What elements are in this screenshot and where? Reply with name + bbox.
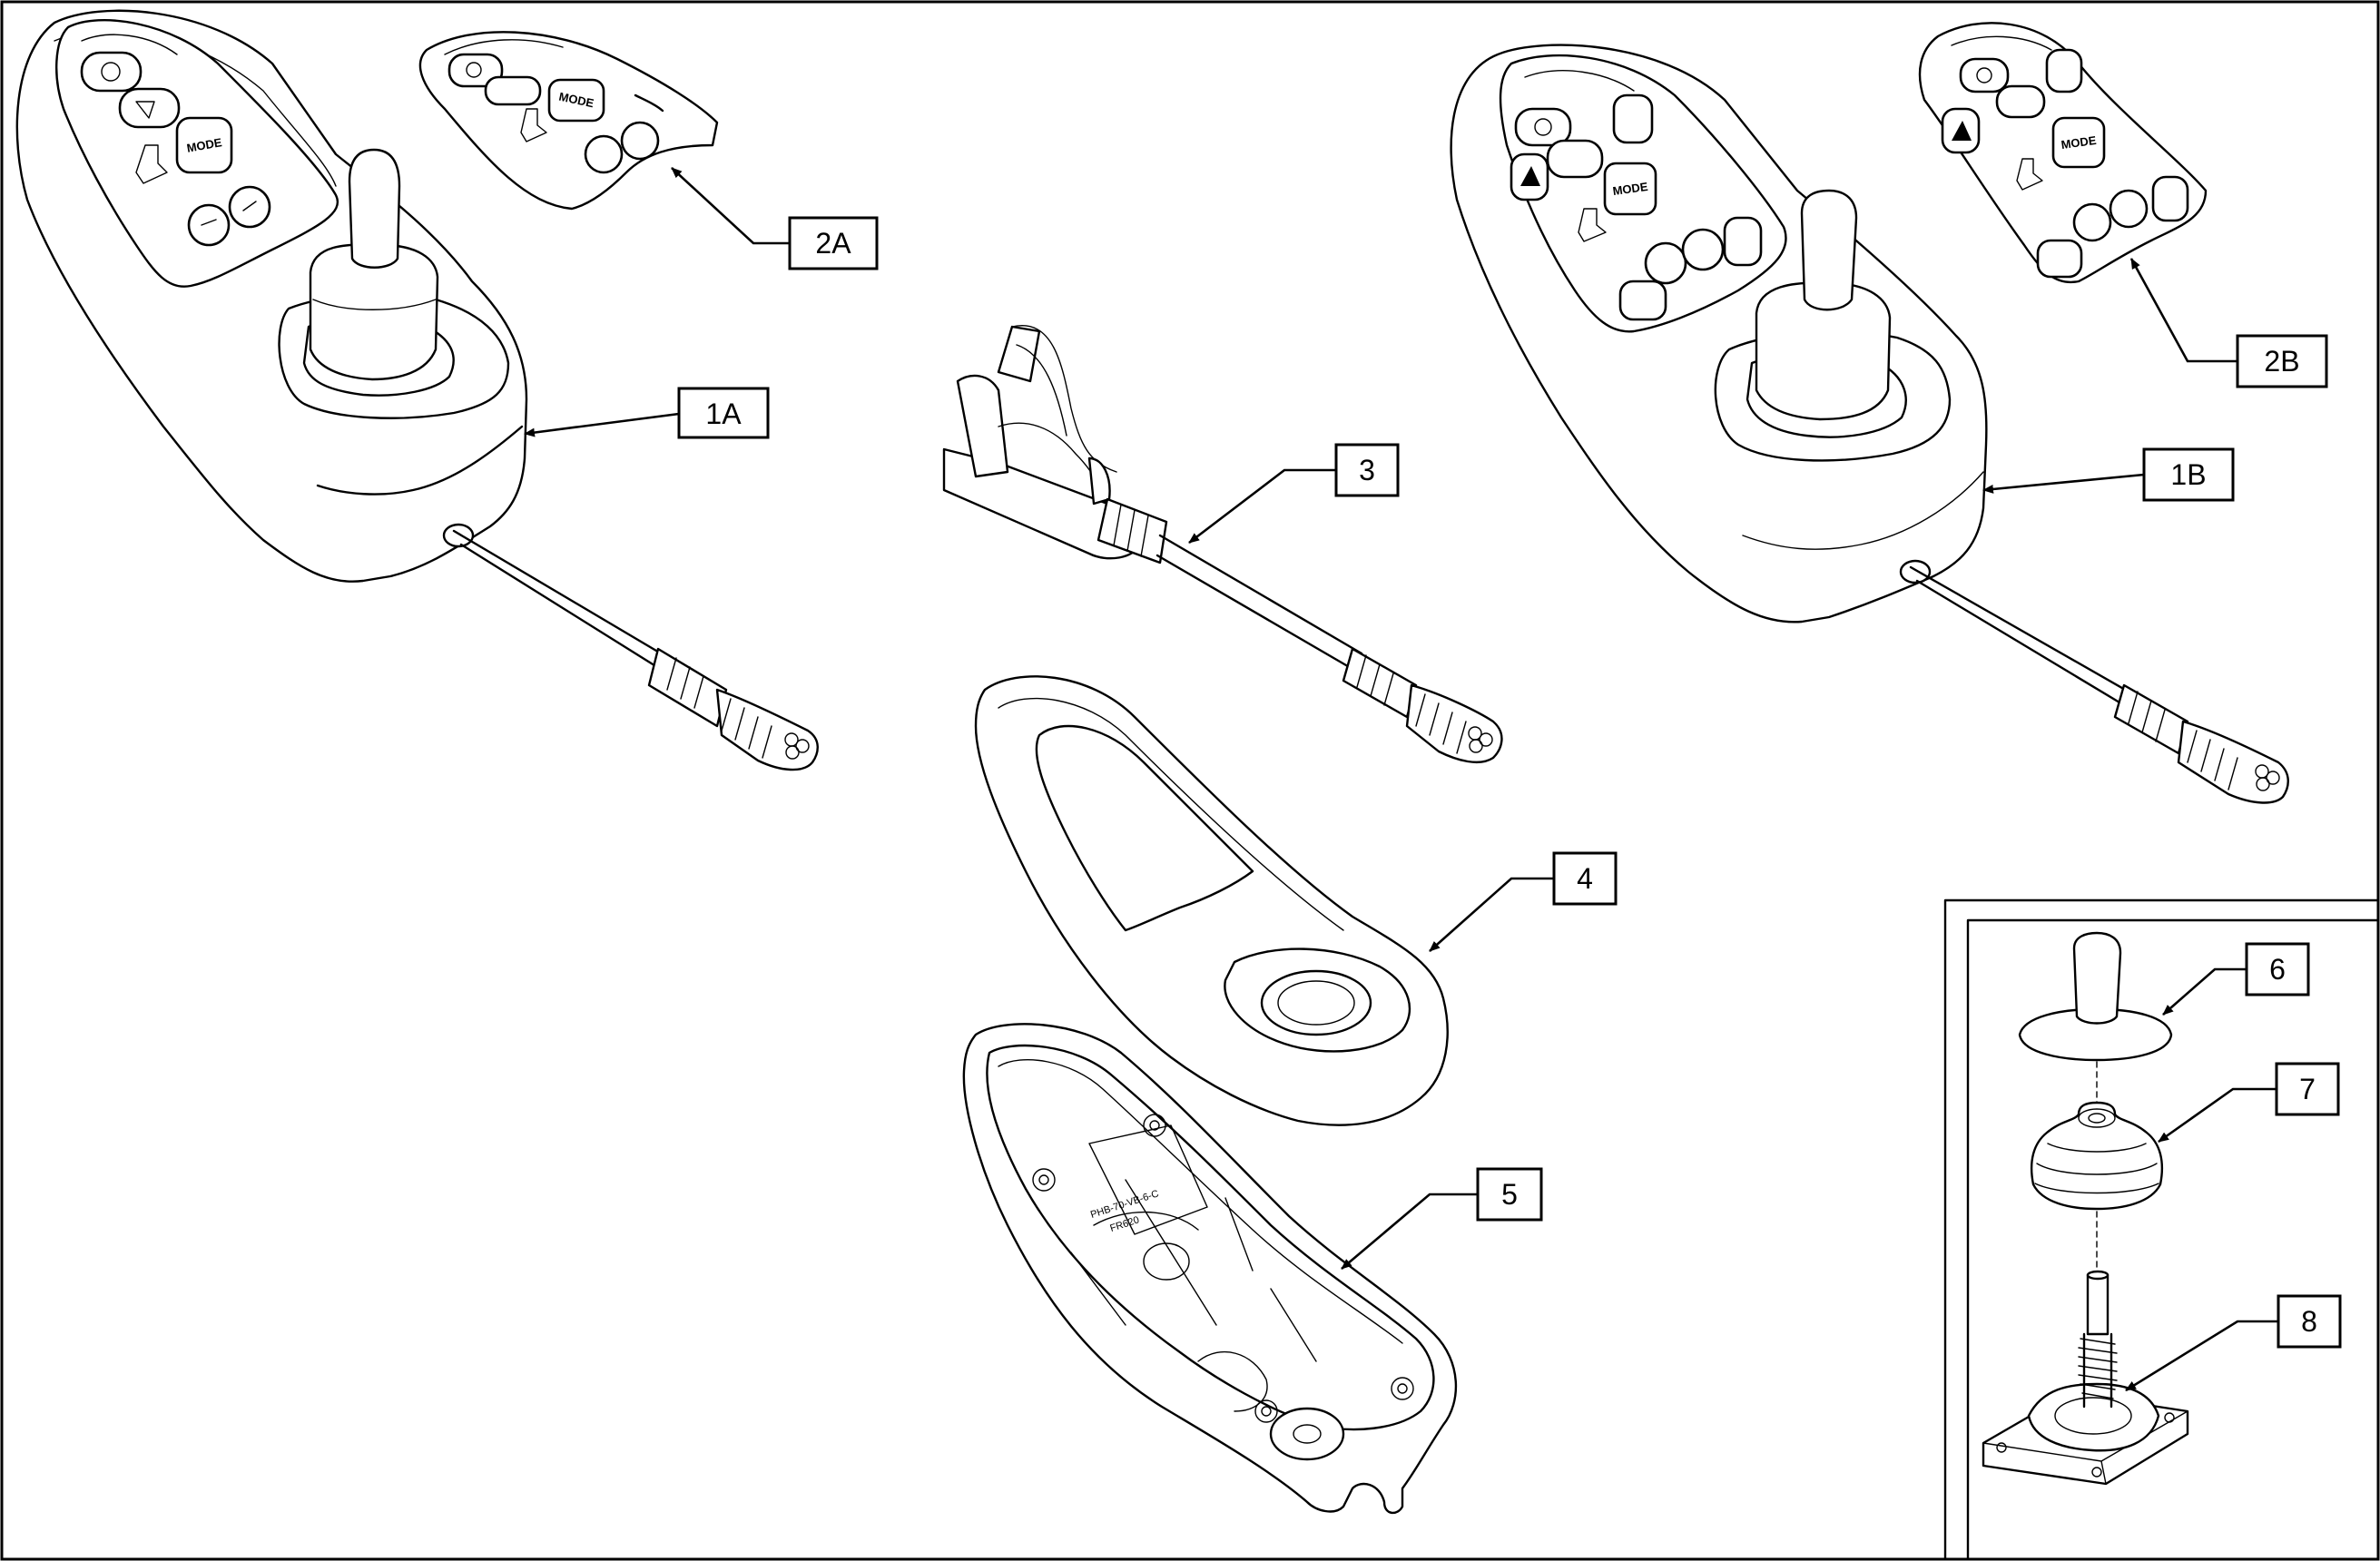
- leader-2b: [2129, 258, 2237, 363]
- callout-7: 7: [2275, 1062, 2340, 1116]
- callout-4-label: 4: [1577, 862, 1593, 895]
- callout-boxes: 1A 2A 3 1B 2B 4 5 6: [677, 216, 2342, 1349]
- callout-8: 8: [2277, 1294, 2342, 1349]
- keypad-overlay-2a: MODE: [418, 31, 719, 211]
- keypad-overlay-2b: MODE: [1918, 22, 2208, 284]
- callout-1b: 1B: [2142, 447, 2235, 502]
- top-cover-4: [974, 675, 1449, 1126]
- callout-4: 4: [1552, 851, 1618, 906]
- callout-1a: 1A: [677, 387, 770, 439]
- callout-1a-label: 1A: [705, 398, 742, 430]
- leader-1a: [524, 412, 680, 437]
- joystick-parts-inset: [1943, 898, 2380, 1561]
- mode-button-label-1b: MODE: [1612, 180, 1649, 198]
- leader-4: [1429, 877, 1554, 952]
- harness-connector-3: [942, 325, 1503, 764]
- leader-6: [2162, 967, 2247, 1016]
- callout-3-label: 3: [1359, 454, 1375, 486]
- callout-3: 3: [1334, 443, 1400, 497]
- callout-2b: 2B: [2236, 334, 2328, 388]
- callout-2b-label: 2B: [2264, 345, 2299, 378]
- leader-2a: [671, 167, 790, 245]
- callout-1b-label: 1B: [2170, 458, 2206, 491]
- callout-6-label: 6: [2269, 953, 2286, 986]
- callout-5: 5: [1476, 1167, 1543, 1222]
- mode-button-label: MODE: [185, 135, 222, 155]
- callout-8-label: 8: [2301, 1305, 2317, 1338]
- gimbal-shaft-8: [1982, 1270, 2189, 1486]
- callout-2a: 2A: [788, 216, 879, 270]
- leader-7: [2158, 1087, 2277, 1144]
- leader-8: [2125, 1320, 2278, 1392]
- leader-1b: [1982, 473, 2145, 494]
- joystick-knob-6: [2018, 931, 2173, 1062]
- gaiter-boot-7: [2030, 1101, 2164, 1211]
- leader-3: [1188, 468, 1336, 545]
- callout-2a-label: 2A: [815, 227, 851, 260]
- callout-6: 6: [2245, 942, 2310, 996]
- callout-7-label: 7: [2299, 1073, 2316, 1105]
- joystick-controller-1a: MODE: [15, 9, 819, 771]
- callout-leaders: [524, 167, 2278, 1392]
- housing-base-5: PHB-70-VB-6-C FR620: [962, 1023, 1458, 1515]
- mode-button-label-2b: MODE: [2060, 133, 2098, 152]
- callout-5-label: 5: [1501, 1178, 1518, 1211]
- leader-5: [1341, 1193, 1478, 1270]
- joystick-controller-1b: MODE: [1450, 44, 2289, 804]
